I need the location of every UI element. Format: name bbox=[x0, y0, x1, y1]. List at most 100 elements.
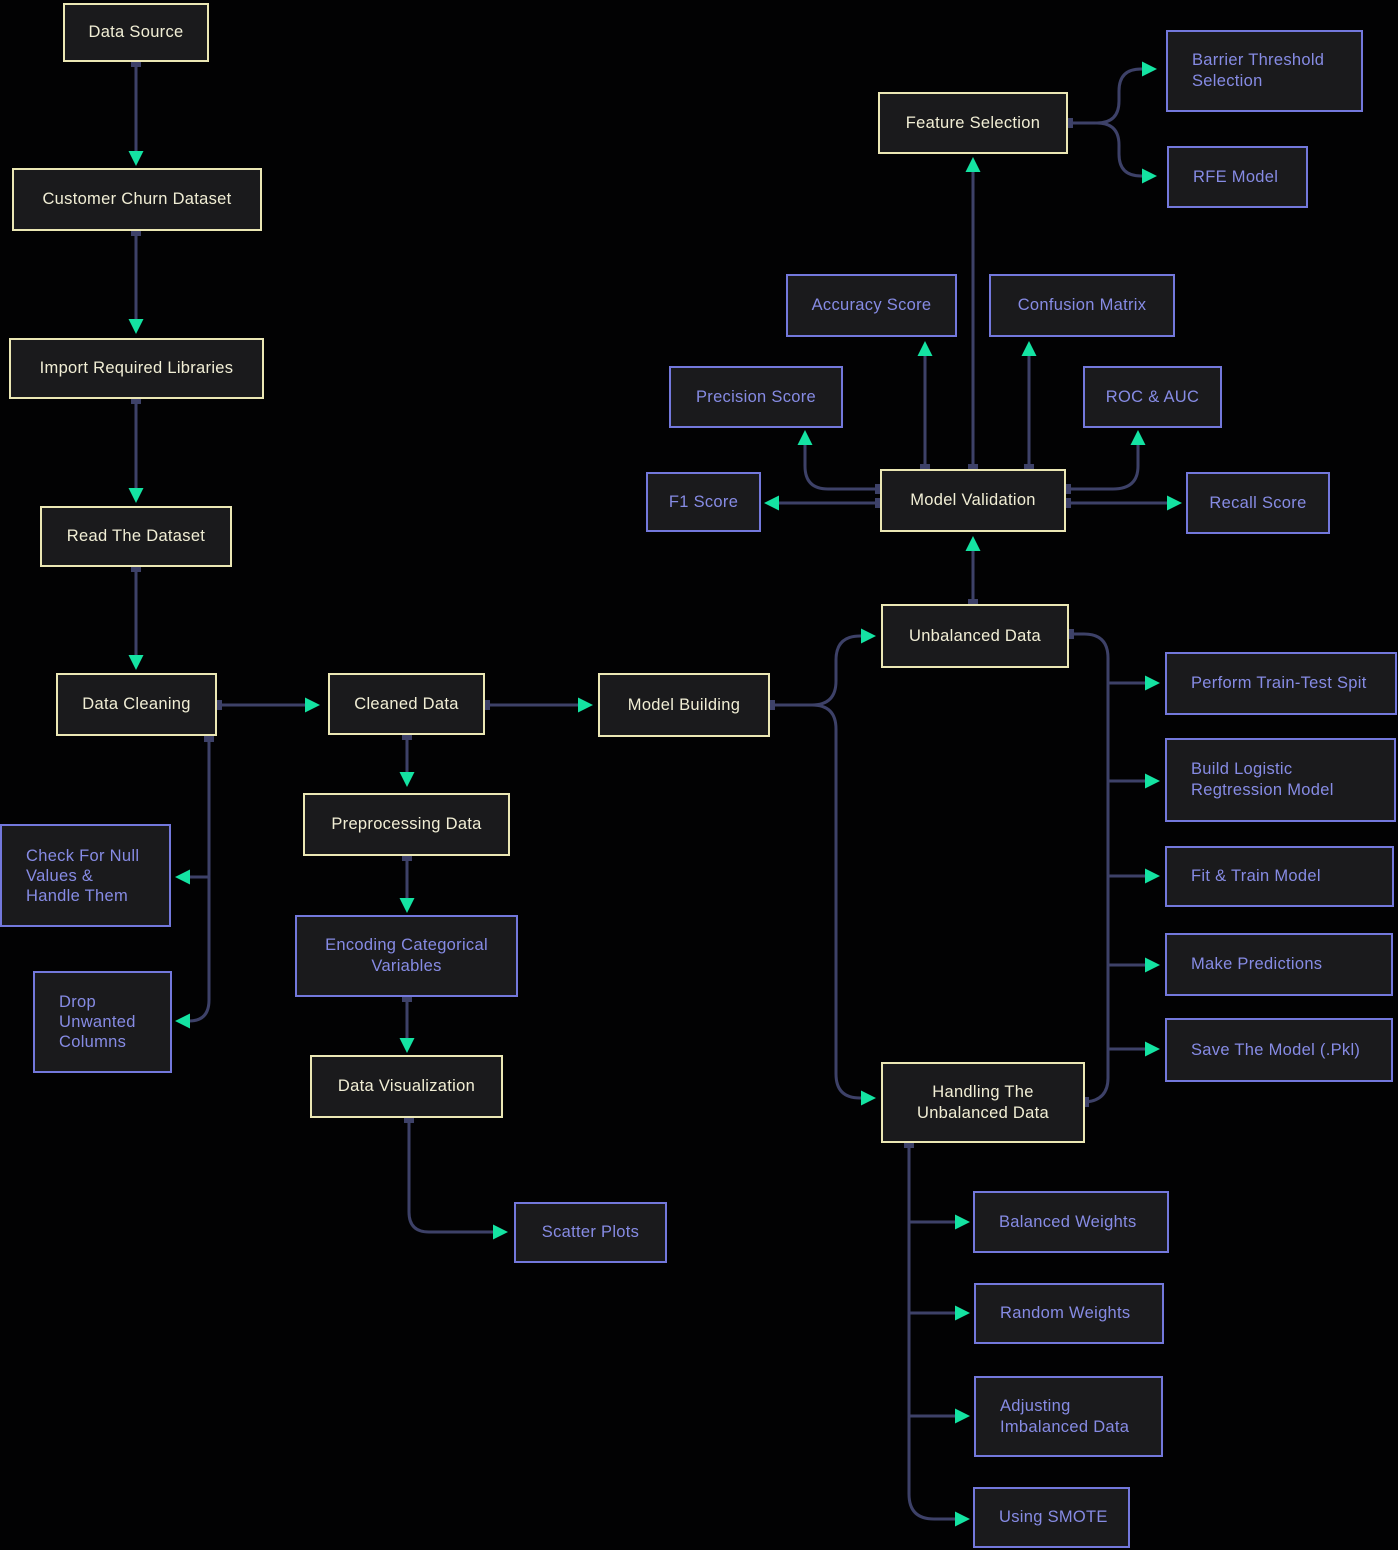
node-customer-churn-dataset[interactable]: Customer Churn Dataset bbox=[12, 168, 262, 231]
node-label: Feature Selection bbox=[905, 113, 1041, 132]
node-drop-unwanted-columns[interactable]: Drop Unwanted Columns bbox=[33, 971, 172, 1073]
arrowhead-icon bbox=[175, 1013, 190, 1029]
node-cleaned-data[interactable]: Cleaned Data bbox=[328, 673, 485, 735]
node-label: ROC & AUC bbox=[1105, 387, 1200, 406]
node-random-weights[interactable]: Random Weights bbox=[974, 1283, 1164, 1344]
node-fit-and-train-model[interactable]: Fit & Train Model bbox=[1165, 846, 1394, 907]
arrowhead-icon bbox=[955, 1305, 970, 1321]
node-save-the-model[interactable]: Save The Model (.Pkl) bbox=[1165, 1018, 1393, 1082]
edge-handling-to-using-smote bbox=[907, 1141, 958, 1521]
node-accuracy-score[interactable]: Accuracy Score bbox=[786, 274, 957, 337]
node-read-the-dataset[interactable]: Read The Dataset bbox=[40, 506, 232, 567]
node-recall-score[interactable]: Recall Score bbox=[1186, 472, 1330, 534]
node-model-validation[interactable]: Model Validation bbox=[880, 469, 1066, 532]
node-scatter-plots[interactable]: Scatter Plots bbox=[514, 1202, 667, 1263]
node-label: Accuracy Score bbox=[811, 296, 932, 314]
arrowhead-icon bbox=[1145, 675, 1160, 691]
node-perform-train-test-split[interactable]: Perform Train-Test Spit bbox=[1165, 652, 1397, 715]
arrowhead-icon bbox=[917, 341, 933, 356]
edge-model-building-to-handling-unbalanced bbox=[810, 703, 864, 1100]
node-label: Data Visualization bbox=[337, 1077, 476, 1095]
node-label: Scatter Plots bbox=[541, 1223, 640, 1241]
node-handling-the-unbalanced-data[interactable]: Handling The Unbalanced Data bbox=[881, 1062, 1085, 1143]
node-preprocessing-data[interactable]: Preprocessing Data bbox=[303, 793, 510, 856]
edge-unbalanced-handling-bundle bbox=[1067, 632, 1110, 1104]
edges bbox=[134, 60, 1170, 1521]
node-f1-score[interactable]: F1 Score bbox=[646, 472, 761, 532]
node-balanced-weights[interactable]: Balanced Weights bbox=[973, 1191, 1169, 1253]
node-label: Encoding Categorical Variables bbox=[325, 936, 488, 975]
connector-dot bbox=[1064, 629, 1074, 639]
connector-dot bbox=[1063, 118, 1073, 128]
edge-data-cleaning-to-drop-unwanted bbox=[187, 735, 211, 1023]
node-label: Random Weights bbox=[1000, 1304, 1131, 1322]
connector-dot bbox=[131, 394, 141, 404]
arrowhead-icon bbox=[965, 157, 981, 172]
arrowhead-icon bbox=[1142, 61, 1157, 77]
node-adjusting-imbalanced-data[interactable]: Adjusting Imbalanced Data bbox=[974, 1376, 1163, 1457]
node-label: Recall Score bbox=[1209, 493, 1307, 512]
node-build-logistic-regression-model[interactable]: Build Logistic Regtression Model bbox=[1165, 738, 1396, 822]
node-encoding-categorical-variables[interactable]: Encoding Categorical Variables bbox=[295, 915, 518, 997]
arrowhead-icon bbox=[955, 1511, 970, 1527]
node-label: Read The Dataset bbox=[66, 527, 206, 545]
arrowhead-icon bbox=[861, 1090, 876, 1106]
arrowhead-icon bbox=[493, 1224, 508, 1240]
edge-feature-selection-to-barrier bbox=[1095, 67, 1145, 125]
node-check-for-null-values[interactable]: Check For Null Values & Handle Them bbox=[0, 824, 171, 927]
node-unbalanced-data[interactable]: Unbalanced Data bbox=[881, 604, 1069, 668]
node-using-smote[interactable]: Using SMOTE bbox=[973, 1487, 1130, 1548]
connector-dot bbox=[212, 700, 222, 710]
node-label: Check For Null Values & Handle Them bbox=[26, 846, 140, 905]
connector-dots bbox=[131, 57, 1089, 1148]
connector-dot bbox=[131, 226, 141, 236]
arrowhead-icon bbox=[128, 319, 144, 334]
node-label: Save The Model (.Pkl) bbox=[1191, 1040, 1361, 1059]
node-label: Adjusting Imbalanced Data bbox=[1000, 1396, 1130, 1436]
node-data-source[interactable]: Data Source bbox=[63, 3, 209, 62]
connector-dot bbox=[1061, 484, 1071, 494]
node-label: Make Predictions bbox=[1191, 955, 1323, 973]
edge-data-visualization-to-scatter-plots bbox=[407, 1116, 496, 1234]
node-rfe-model[interactable]: RFE Model bbox=[1167, 146, 1308, 208]
edge-model-building-to-unbalanced-data bbox=[810, 634, 864, 707]
node-label: Cleaned Data bbox=[354, 694, 459, 713]
node-label: Import Required Libraries bbox=[39, 359, 234, 377]
connector-dot bbox=[1061, 498, 1071, 508]
arrowhead-icon bbox=[764, 495, 779, 511]
connector-dot bbox=[131, 57, 141, 67]
connector-dot bbox=[131, 562, 141, 572]
node-label: Barrier Threshold Selection bbox=[1192, 51, 1325, 90]
connector-dot bbox=[904, 1138, 914, 1148]
arrowhead-icon bbox=[305, 697, 320, 713]
arrowhead-icon bbox=[1145, 1041, 1160, 1057]
node-data-cleaning[interactable]: Data Cleaning bbox=[56, 673, 217, 736]
node-import-required-libraries[interactable]: Import Required Libraries bbox=[9, 338, 264, 399]
node-make-predictions[interactable]: Make Predictions bbox=[1165, 933, 1393, 996]
arrowhead-icon bbox=[128, 488, 144, 503]
node-barrier-threshold-selection[interactable]: Barrier Threshold Selection bbox=[1166, 30, 1363, 112]
node-label: Drop Unwanted Columns bbox=[59, 993, 136, 1051]
node-label: Data Source bbox=[88, 23, 184, 41]
arrowhead-icon bbox=[861, 628, 876, 644]
arrowhead-icon bbox=[399, 898, 415, 913]
arrowhead-icon bbox=[128, 151, 144, 166]
arrowhead-icon bbox=[399, 772, 415, 787]
arrowhead-icon bbox=[1167, 495, 1182, 511]
arrowhead-icon bbox=[955, 1214, 970, 1230]
node-precision-score[interactable]: Precision Score bbox=[669, 366, 843, 428]
node-model-building[interactable]: Model Building bbox=[598, 673, 770, 737]
node-confusion-matrix[interactable]: Confusion Matrix bbox=[989, 274, 1175, 337]
node-label: Balanced Weights bbox=[999, 1212, 1137, 1231]
node-label: Data Cleaning bbox=[82, 695, 191, 713]
node-data-visualization[interactable]: Data Visualization bbox=[310, 1055, 503, 1118]
node-roc-auc[interactable]: ROC & AUC bbox=[1083, 366, 1222, 428]
connector-dot bbox=[480, 700, 490, 710]
node-label: Model Building bbox=[627, 695, 741, 714]
arrowhead-icon bbox=[797, 430, 813, 445]
arrowhead-icon bbox=[399, 1038, 415, 1053]
node-feature-selection[interactable]: Feature Selection bbox=[878, 92, 1068, 154]
arrowhead-icon bbox=[578, 697, 593, 713]
connector-dot bbox=[402, 851, 412, 861]
